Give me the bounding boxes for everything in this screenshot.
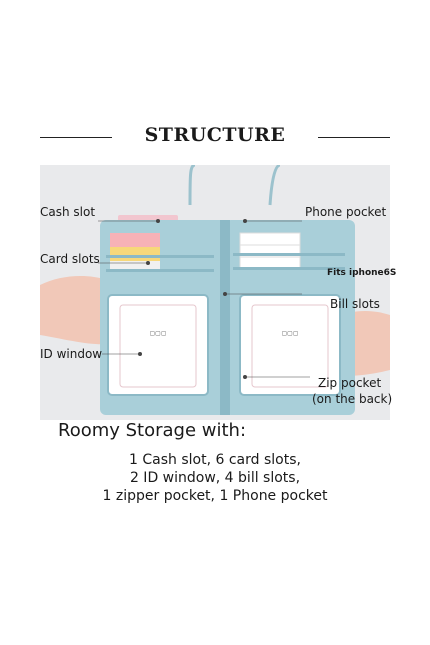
wallet-spine [220, 220, 230, 415]
header-rule-left [40, 137, 112, 138]
product-photo: ▢▢▢ ▢▢▢ [40, 165, 390, 420]
label-zip-pocket: Zip pocket [318, 376, 382, 390]
summary-line-2: 2 ID window, 4 bill slots, [129, 470, 301, 486]
label-card-slots: Card slots [40, 252, 100, 266]
summary-line-1: 1 Cash slot, 6 card slots, [129, 452, 301, 468]
label-zip-pocket-back: (on the back) [312, 392, 393, 406]
page-title: STRUCTURE [144, 124, 286, 146]
label-phone-pocket: Phone pocket [305, 205, 387, 219]
svg-text:▢▢▢: ▢▢▢ [149, 330, 166, 337]
summary-line-3: 1 zipper pocket, 1 Phone pocket [102, 488, 328, 504]
label-cash-slot: Cash slot [40, 205, 96, 219]
wrist-strap [188, 165, 281, 206]
wallet-illustration: ▢▢▢ ▢▢▢ [40, 165, 390, 420]
label-id-window: ID window [40, 347, 103, 361]
label-fits: Fits iphone6S [327, 268, 397, 278]
header-rule-right [318, 137, 390, 138]
summary-heading: Roomy Storage with: [58, 420, 247, 441]
label-bill-slots: Bill slots [330, 297, 380, 311]
svg-text:▢▢▢: ▢▢▢ [281, 330, 298, 337]
